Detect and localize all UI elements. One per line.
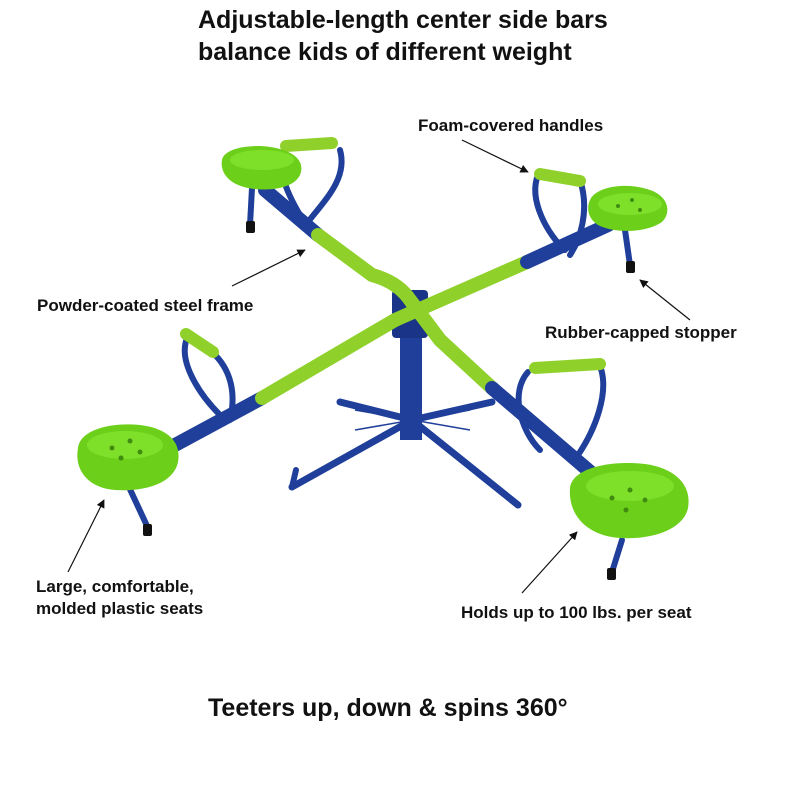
callout-seats-line-1: Large, comfortable, — [36, 577, 194, 596]
headline: Adjustable-length center side bars balan… — [198, 4, 608, 68]
seat-legs — [125, 185, 633, 575]
callout-stopper: Rubber-capped stopper — [545, 323, 737, 342]
headline-line-2: balance kids of different weight — [198, 38, 572, 66]
callout-capacity: Holds up to 100 lbs. per seat — [461, 603, 692, 622]
seat-back-right — [588, 185, 668, 231]
seat-back-left — [221, 146, 302, 190]
callout-seats-line-2: molded plastic seats — [36, 599, 204, 618]
center-post — [400, 330, 422, 440]
seat-front-right — [569, 463, 689, 539]
callout-arrows — [67, 139, 691, 594]
headline-line-1: Adjustable-length center side bars — [198, 6, 608, 34]
callout-handles: Foam-covered handles — [418, 116, 604, 135]
arrow-handles — [461, 139, 529, 173]
seat-front-left — [77, 424, 179, 491]
arrow-seats — [67, 499, 105, 573]
arrow-stopper — [639, 279, 691, 321]
foam-grips — [180, 137, 606, 374]
arrow-frame — [231, 249, 306, 287]
callout-frame: Powder-coated steel frame — [37, 296, 254, 315]
arrow-capacity — [521, 531, 578, 594]
bar-back-left-front-right — [258, 183, 609, 489]
footer-caption: Teeters up, down & spins 360° — [208, 694, 568, 722]
callout-seats: Large, comfortable, molded plastic seats — [36, 576, 203, 620]
rubber-stoppers — [143, 221, 635, 580]
